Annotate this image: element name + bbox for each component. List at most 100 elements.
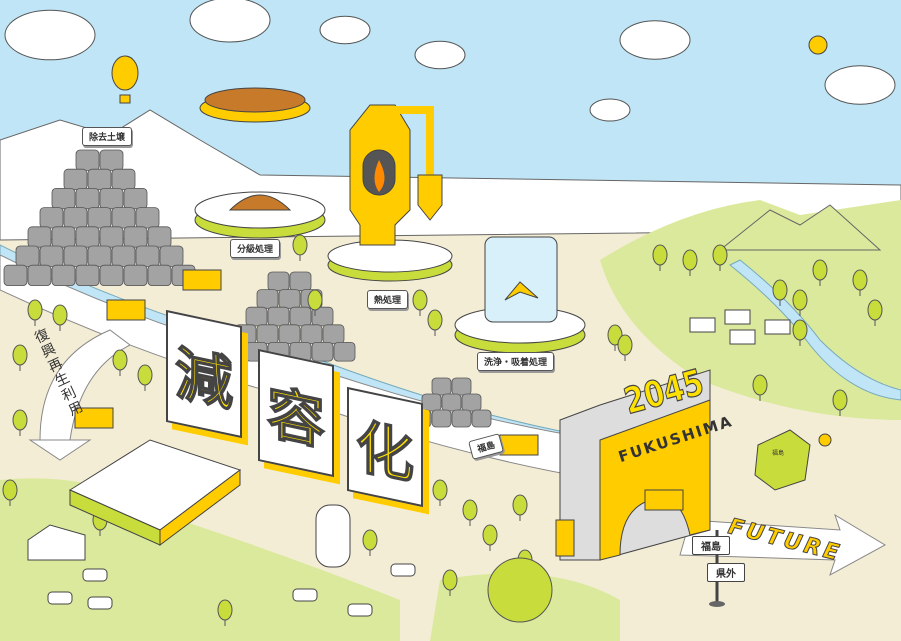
sign-ka: 化	[347, 386, 423, 508]
soil-bag	[289, 271, 312, 292]
soil-bag	[75, 149, 100, 171]
soil-bag	[75, 226, 100, 248]
sign-washing: 洗浄・吸着処理	[477, 352, 555, 371]
tree	[27, 299, 43, 321]
tree	[292, 234, 308, 256]
tree	[617, 334, 633, 356]
tree	[217, 599, 233, 621]
soil-bag	[256, 289, 279, 309]
silo	[315, 504, 351, 568]
tree	[137, 364, 153, 386]
tree	[427, 309, 443, 331]
soil-bag	[147, 226, 172, 248]
future-arrow	[679, 513, 887, 577]
soil-bag	[278, 289, 301, 309]
soil-bag	[451, 377, 472, 396]
soil-bag	[245, 306, 268, 327]
tree	[852, 269, 868, 291]
mascot-label: 福島	[772, 450, 785, 457]
soil-bag	[421, 393, 442, 412]
tree	[442, 569, 458, 591]
tree	[812, 259, 828, 281]
tree	[362, 529, 378, 551]
hot-air-balloon-icon	[111, 55, 139, 104]
soil-bag	[256, 324, 279, 344]
soil-bag	[267, 306, 290, 327]
cloud	[619, 20, 691, 60]
soil-bag	[333, 341, 356, 362]
soil-bag	[300, 324, 323, 344]
tree	[512, 494, 528, 516]
soil-bag	[99, 264, 124, 287]
soil-bag	[39, 245, 64, 267]
cloud	[824, 65, 896, 105]
tree	[12, 409, 28, 431]
soil-bag	[3, 264, 28, 287]
soil-bag	[123, 226, 148, 248]
sign-thermal: 熱処理	[367, 290, 409, 309]
soil-bag	[135, 207, 160, 229]
tree	[652, 244, 668, 266]
tree	[792, 289, 808, 311]
cow	[347, 603, 373, 617]
soil-bag	[111, 245, 136, 267]
soil-bag	[75, 264, 100, 287]
soil-bag	[63, 245, 88, 267]
soil-bag	[311, 306, 334, 327]
sign-gen: 減	[166, 309, 242, 439]
tree	[867, 299, 883, 321]
soil-bag	[51, 226, 76, 248]
classification-platform	[194, 87, 326, 239]
soil-bag	[51, 187, 76, 210]
soil-bag	[99, 149, 124, 171]
washing-tank	[454, 236, 586, 354]
soil-bag	[289, 306, 312, 327]
tree	[752, 374, 768, 396]
sun-icon	[808, 35, 828, 55]
dump-trucks	[74, 269, 684, 511]
soil-bag	[99, 226, 124, 248]
soil-bag	[27, 226, 52, 248]
soil-bag	[51, 264, 76, 287]
soil-bag	[135, 245, 160, 267]
cow	[292, 588, 318, 602]
soil-bag	[87, 168, 112, 190]
soil-bag	[63, 168, 88, 190]
sign-you: 容	[258, 348, 334, 478]
tree	[112, 349, 128, 371]
tree	[52, 304, 68, 326]
tree	[2, 479, 18, 501]
fukushima-arch	[555, 369, 711, 561]
cow	[82, 568, 108, 582]
cow	[47, 591, 73, 605]
cloud	[4, 9, 96, 61]
cow	[87, 596, 113, 610]
tree	[772, 279, 788, 301]
soil-bag	[159, 245, 184, 267]
soil-bag	[99, 187, 124, 210]
tree	[832, 389, 848, 411]
cow	[390, 563, 416, 577]
farm-field	[68, 439, 242, 546]
soil-bag	[322, 324, 345, 344]
tree	[792, 319, 808, 341]
tree	[432, 479, 448, 501]
cloud	[189, 0, 271, 43]
tree	[712, 244, 728, 266]
soil-bag	[111, 168, 136, 190]
soil-bag	[451, 409, 472, 428]
tree	[307, 289, 323, 311]
soil-bag	[75, 187, 100, 210]
cloud	[589, 98, 631, 122]
cloud	[414, 40, 466, 70]
soil-bag	[39, 207, 64, 229]
soil-bag	[461, 393, 482, 412]
tree	[412, 289, 428, 311]
recycling-arrowhead	[28, 439, 92, 461]
soil-bag	[267, 271, 290, 292]
sign-removed-soil: 除去土壌	[82, 127, 133, 146]
tree	[482, 524, 498, 546]
sign-classification: 分級処理	[230, 239, 281, 258]
